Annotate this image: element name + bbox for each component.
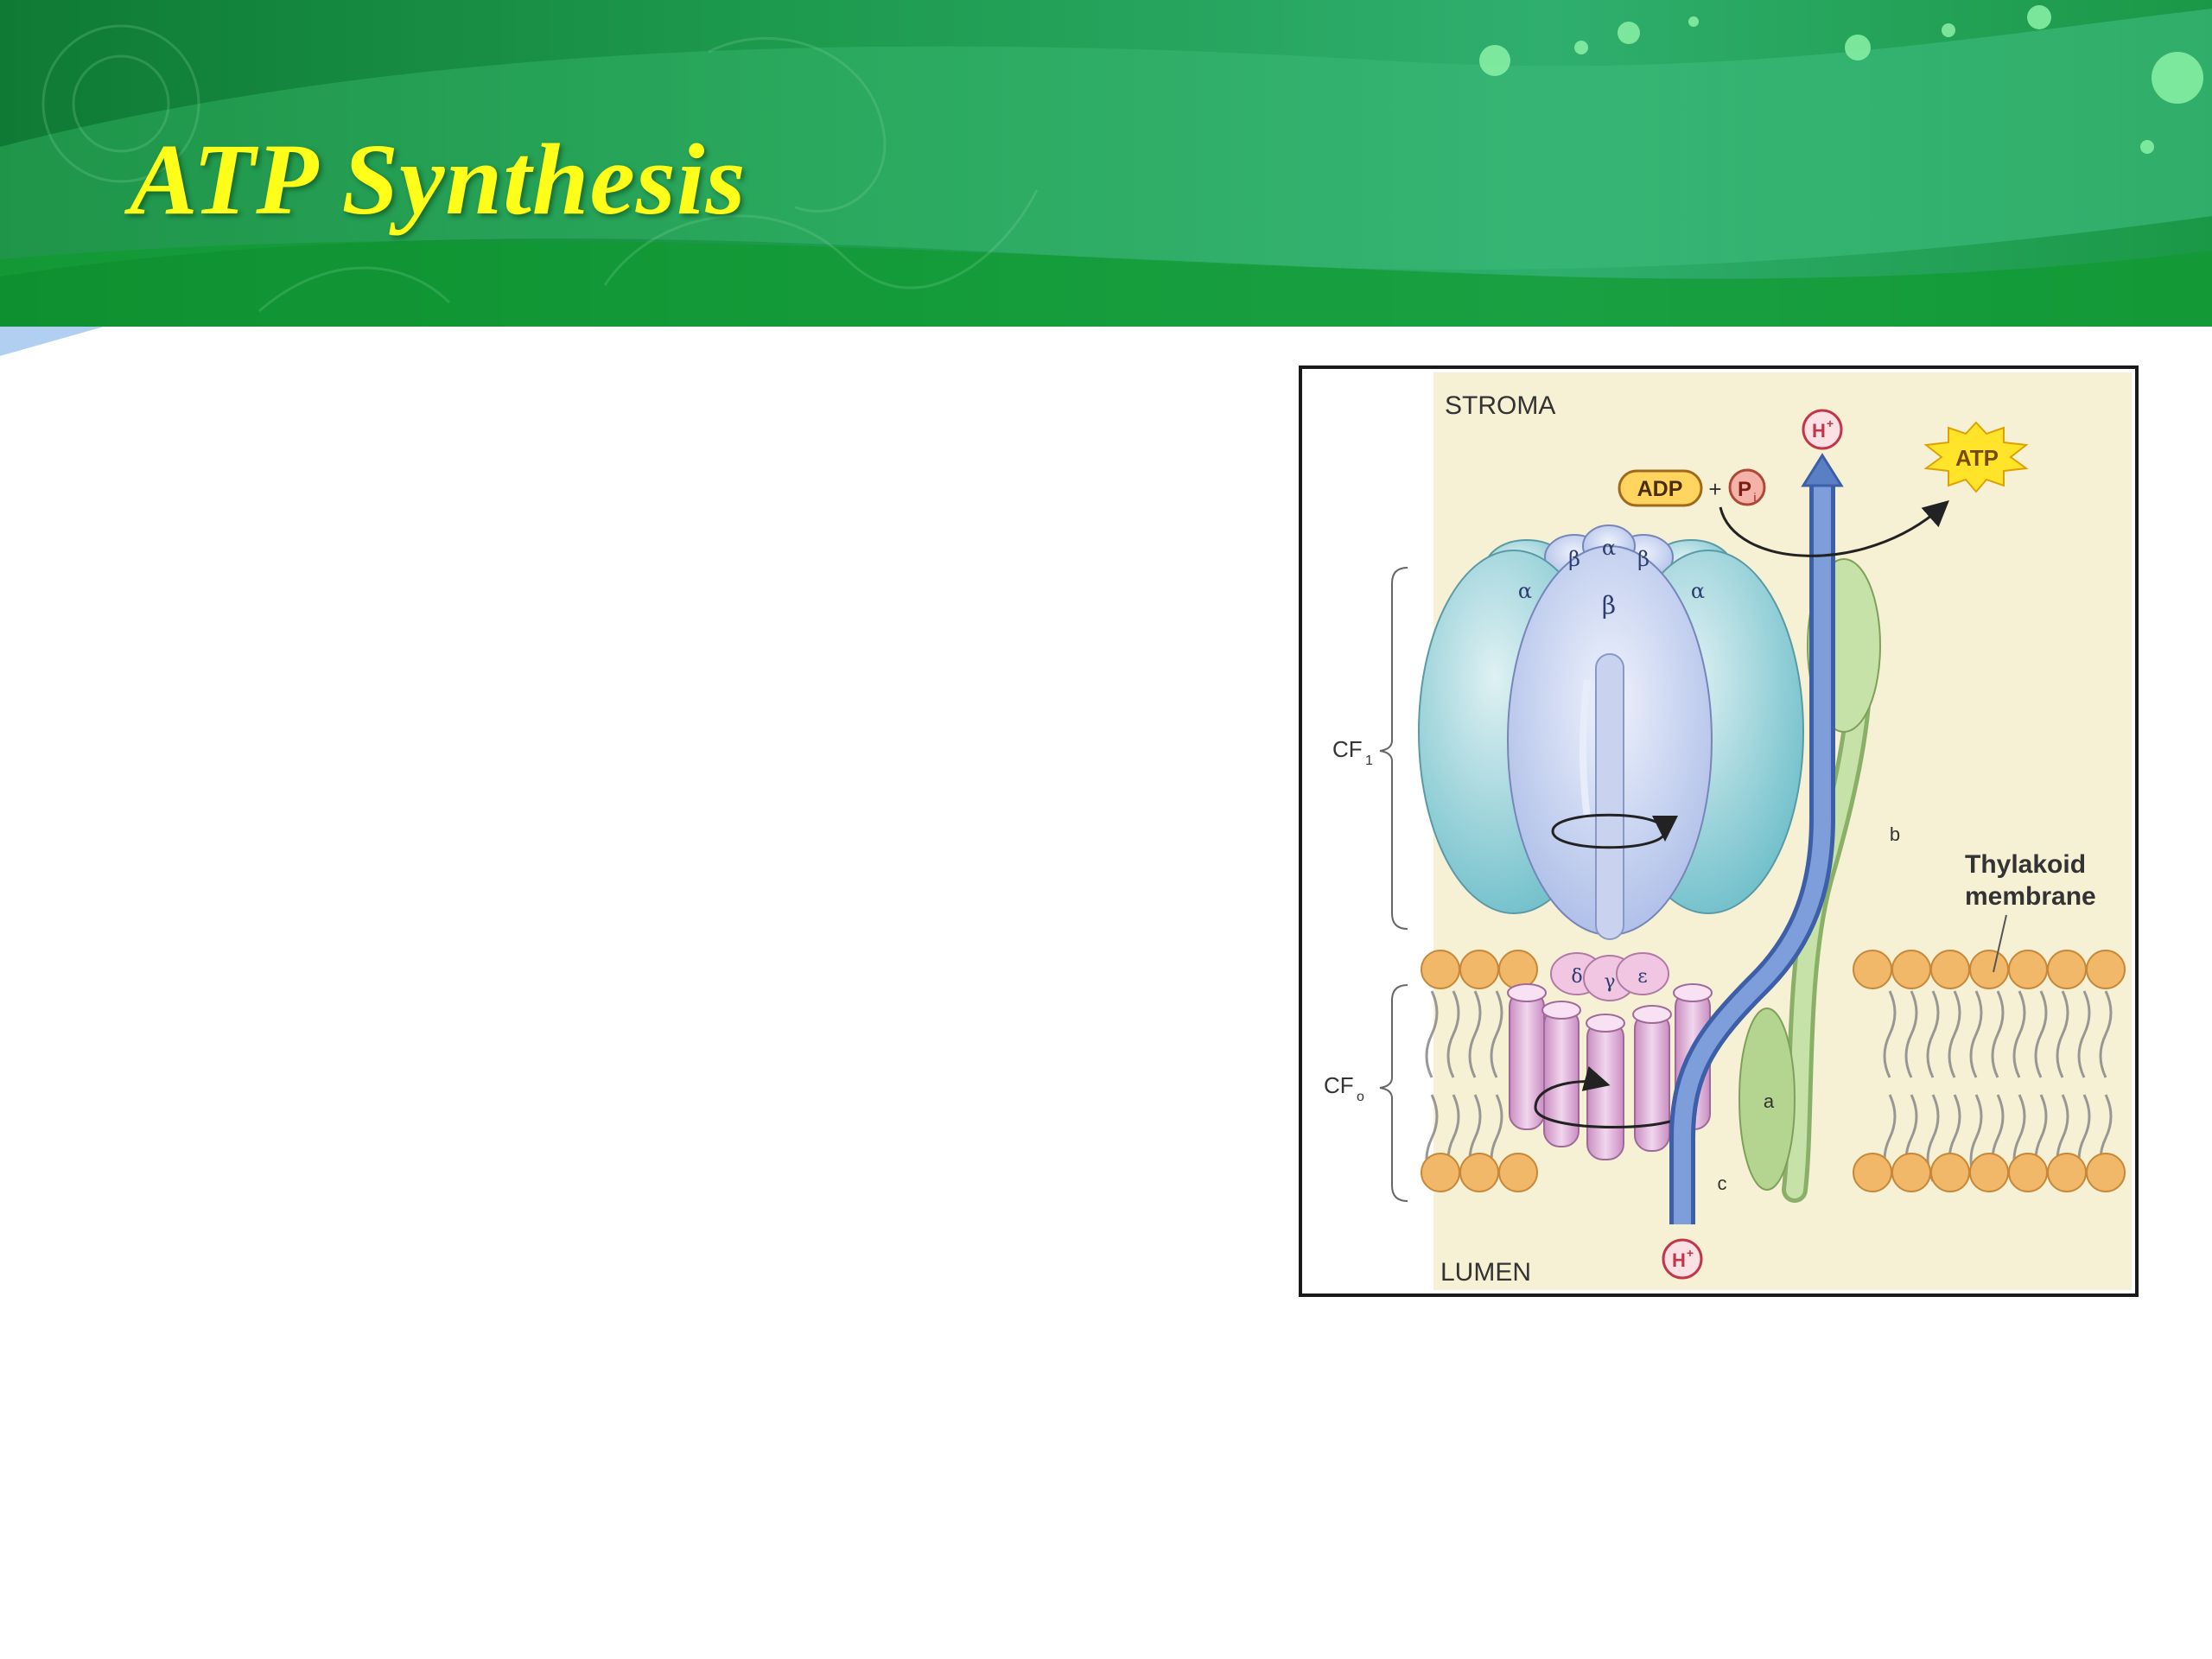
- adp-molecule: ADP: [1618, 469, 1703, 507]
- gamma-label: γ: [1604, 971, 1615, 993]
- atp-synthase-diagram: ADP + P i ATP H + H + β α β α β α δ γ ε …: [1299, 365, 2139, 1297]
- lumen-label: LUMEN: [1440, 1258, 1531, 1287]
- proton-lumen: H +: [1662, 1238, 1703, 1280]
- central-stalk: [1550, 952, 1669, 1001]
- phosphate-label: P: [1738, 478, 1751, 501]
- beta-label-center: β: [1602, 591, 1616, 620]
- cf0-label: CF: [1324, 1072, 1354, 1098]
- beta-label-right: β: [1637, 547, 1649, 571]
- atp-synthase-figure: ADP + P i ATP H + H + β α β α β α δ γ ε …: [1324, 372, 2132, 1290]
- membrane-label-leader: [1993, 914, 2007, 973]
- subunit-b-label: b: [1890, 823, 1900, 845]
- atp-label: ATP: [1955, 445, 1999, 471]
- cf1-brace: [1379, 567, 1408, 930]
- cf1-head: [1418, 524, 1804, 940]
- phosphate-molecule: P i: [1728, 468, 1766, 506]
- cf1-label: CF: [1332, 736, 1363, 762]
- proton-flow-arrow: [1669, 453, 1844, 1224]
- reaction-arrow: [1719, 500, 1949, 557]
- subunit-a-label: a: [1764, 1090, 1775, 1112]
- proton-lumen-charge: +: [1687, 1246, 1694, 1260]
- plus-sign: +: [1708, 476, 1721, 502]
- alpha-label-left: α: [1518, 579, 1532, 603]
- stroma-label: STROMA: [1445, 391, 1555, 420]
- proton-stroma-label: H: [1812, 420, 1826, 442]
- title-banner: [0, 0, 2212, 356]
- delta-label: δ: [1571, 966, 1582, 988]
- phosphate-subscript: i: [1754, 491, 1757, 504]
- atp-burst: ATP: [1923, 421, 2029, 493]
- beta-label-left: β: [1568, 547, 1580, 571]
- cf0-subscript: o: [1357, 1090, 1364, 1104]
- lipid-bilayer: [1421, 950, 2126, 1192]
- proton-stroma: H +: [1802, 409, 1843, 450]
- slide-title: ATP Synthesis: [130, 123, 747, 236]
- cf1-subscript: 1: [1365, 753, 1373, 768]
- cf0-ring: [1507, 983, 1713, 1160]
- epsilon-label: ε: [1637, 966, 1647, 988]
- proton-lumen-label: H: [1672, 1249, 1686, 1271]
- subunit-c-label: c: [1718, 1173, 1727, 1194]
- adp-label: ADP: [1637, 477, 1683, 501]
- membrane-label-line1: Thylakoid: [1965, 850, 2086, 879]
- proton-stroma-charge: +: [1827, 416, 1834, 430]
- alpha-label-top: α: [1602, 536, 1616, 560]
- cf0-brace: [1379, 984, 1408, 1202]
- alpha-label-right: α: [1691, 579, 1705, 603]
- membrane-label-line2: membrane: [1965, 882, 2096, 911]
